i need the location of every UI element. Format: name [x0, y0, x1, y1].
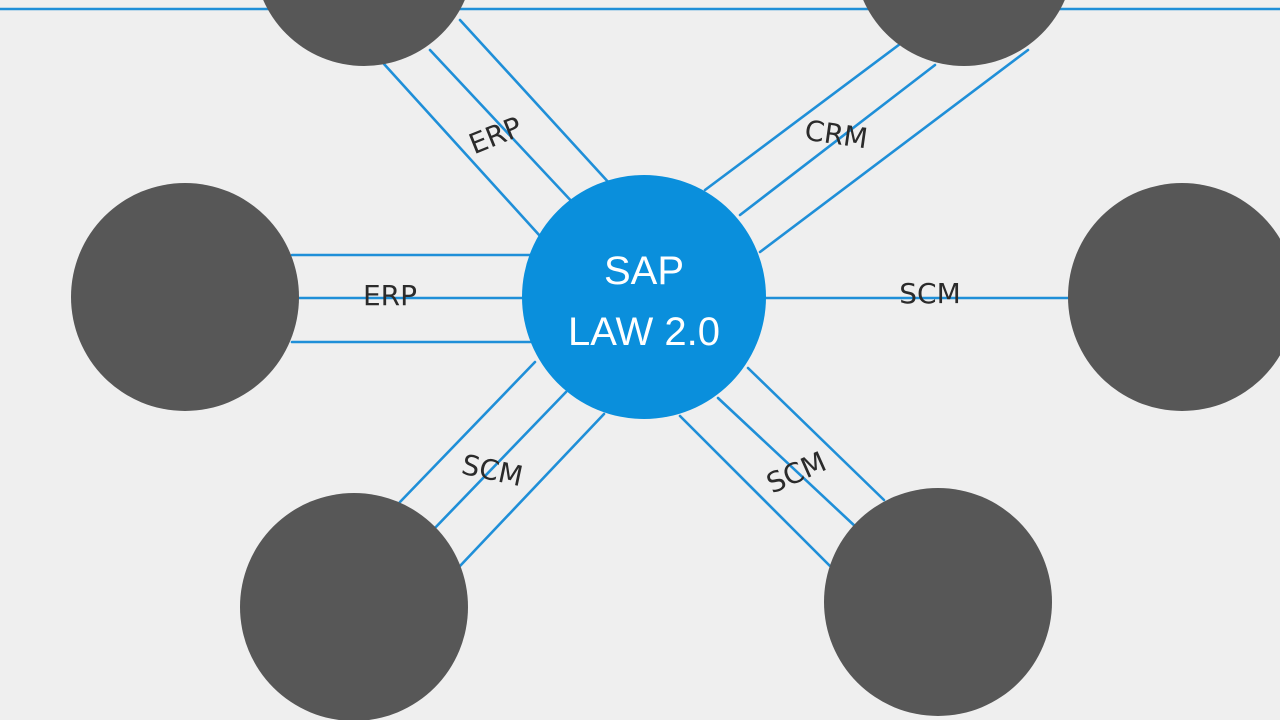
- node-bottom-left: [240, 493, 468, 720]
- link-bottom-left: [398, 360, 606, 568]
- edge-label-right: SCM: [899, 277, 960, 310]
- edge-label-bottom-left: SCM: [459, 448, 526, 493]
- edge-label-bottom-right: SCM: [762, 445, 832, 500]
- hub-title-line1: SAP: [604, 249, 684, 293]
- node-right: [1068, 183, 1280, 411]
- node-bottom-right: [824, 488, 1052, 716]
- edge-label-top-right: CRM: [803, 114, 870, 155]
- link-left: [290, 253, 532, 344]
- edge-label-left: ERP: [363, 279, 417, 312]
- node-left: [71, 183, 299, 411]
- node-top-left: [263, 0, 465, 66]
- link-top-right: [703, 42, 1030, 254]
- hub-title-line2: LAW 2.0: [568, 310, 720, 354]
- hub-node: [522, 175, 766, 419]
- node-top-right: [863, 0, 1065, 66]
- edge-label-top-left: ERP: [464, 110, 526, 161]
- link-bottom-right: [678, 366, 886, 568]
- link-top-left: [382, 18, 612, 238]
